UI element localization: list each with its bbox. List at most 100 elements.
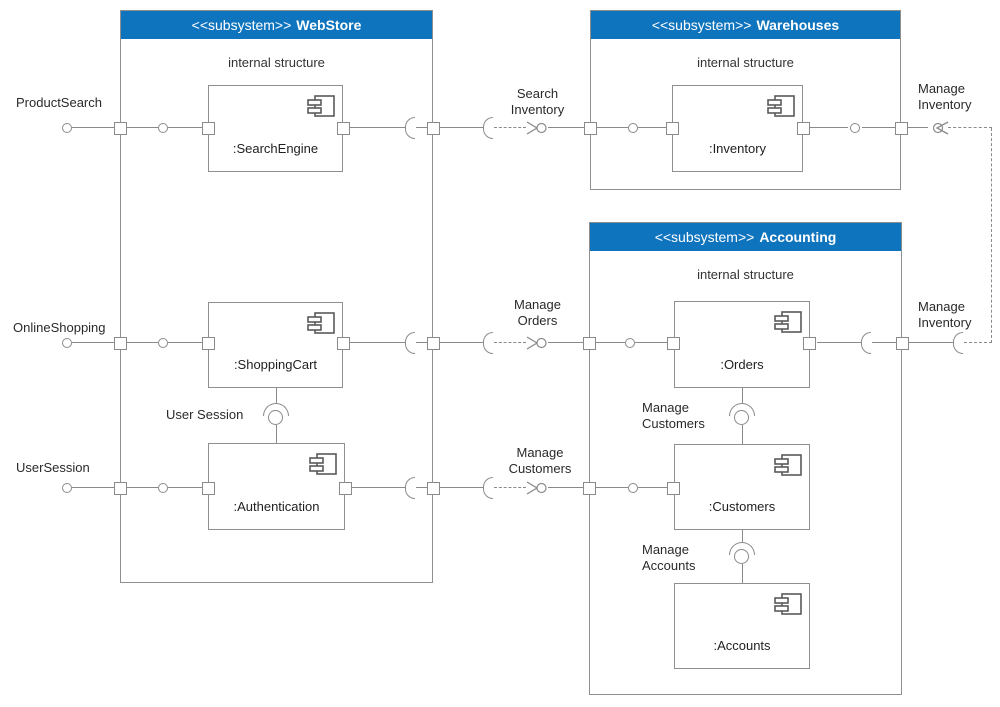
port-webstore-searchinventory (427, 122, 440, 135)
ball-socket-icon (734, 410, 749, 425)
port-inventory-left (666, 122, 679, 135)
required-interface-socket-icon (483, 117, 493, 139)
dependency-dashed-line-vertical (991, 128, 992, 343)
component-searchengine: :SearchEngine (208, 85, 343, 172)
accounting-internal-structure-label: internal structure (697, 267, 794, 282)
connector-line (72, 487, 114, 488)
component-icon (774, 311, 802, 333)
component-label: :SearchEngine (232, 141, 319, 156)
label-manage-accounts: Manage Accounts (642, 542, 696, 573)
connector-line (168, 127, 202, 128)
delegation-ball-icon (628, 483, 638, 493)
port-webstore-usersession (114, 482, 127, 495)
connector-line (350, 342, 405, 343)
connector-line (416, 127, 427, 128)
connector-line (872, 342, 896, 343)
label-user-session-port: UserSession (16, 460, 90, 475)
connector-line (352, 487, 405, 488)
dependency-arrow-ball-icon (526, 336, 547, 350)
port-searchengine-right (337, 122, 350, 135)
port-accounting-manageinventory (896, 337, 909, 350)
connector-line (72, 342, 114, 343)
dependency-dashed-line (494, 487, 526, 488)
ball-socket-icon (734, 549, 749, 564)
component-icon (307, 312, 335, 334)
connector-line (635, 342, 668, 343)
connector-line (810, 127, 848, 128)
connector-line (548, 127, 584, 128)
label-manage-inventory-top: Manage Inventory (918, 81, 972, 112)
dependency-dashed-line (964, 342, 992, 343)
component-orders: :Orders (674, 301, 810, 388)
component-icon (767, 95, 795, 117)
port-orders-right (803, 337, 816, 350)
connector-line (127, 127, 158, 128)
webstore-name: WebStore (296, 17, 362, 33)
dependency-arrow-ball-icon (526, 481, 547, 495)
port-webstore-managecustomers (427, 482, 440, 495)
dependency-arrow-ball-icon (526, 121, 547, 135)
component-label: :Accounts (713, 638, 771, 653)
connector-line (416, 487, 427, 488)
connector-line (742, 425, 743, 444)
port-authentication-left (202, 482, 215, 495)
component-label: :ShoppingCart (233, 357, 318, 372)
label-online-shopping: OnlineShopping (13, 320, 106, 335)
subsystem-accounting-header: <<subsystem>> Accounting (590, 223, 901, 251)
connector-line (597, 127, 628, 128)
port-warehouses-right (895, 122, 908, 135)
connector-line (742, 530, 743, 543)
connector-line (168, 487, 202, 488)
connector-line (596, 342, 625, 343)
port-shoppingcart-left (202, 337, 215, 350)
connector-line (817, 342, 861, 343)
connector-line (276, 388, 277, 404)
connector-line (416, 342, 427, 343)
port-shoppingcart-right (337, 337, 350, 350)
label-manage-inventory-bottom: Manage Inventory (918, 299, 972, 330)
delegation-ball-icon (850, 123, 860, 133)
webstore-internal-structure-label: internal structure (228, 55, 325, 70)
component-accounts: :Accounts (674, 583, 810, 669)
connector-line (638, 127, 666, 128)
port-accounting-manageorders (583, 337, 596, 350)
port-warehouses-left (584, 122, 597, 135)
webstore-stereotype: <<subsystem>> (191, 17, 292, 33)
component-icon (774, 454, 802, 476)
connector-line (638, 487, 667, 488)
port-webstore-productsearch (114, 122, 127, 135)
dependency-dashed-line (494, 127, 526, 128)
warehouses-name: Warehouses (756, 17, 840, 33)
connector-line (742, 564, 743, 583)
warehouses-stereotype: <<subsystem>> (651, 17, 752, 33)
delegation-ball-icon (158, 483, 168, 493)
accounting-name: Accounting (759, 229, 837, 245)
connector-line (862, 127, 895, 128)
component-label: :Inventory (708, 141, 767, 156)
delegation-ball-icon (158, 123, 168, 133)
required-interface-socket-icon (483, 332, 493, 354)
connector-line (127, 487, 158, 488)
provided-interface-ball-icon (62, 338, 72, 348)
delegation-ball-icon (628, 123, 638, 133)
port-authentication-right (339, 482, 352, 495)
connector-line (909, 342, 953, 343)
port-orders-left (667, 337, 680, 350)
subsystem-warehouses-header: <<subsystem>> Warehouses (591, 11, 900, 39)
component-icon (774, 593, 802, 615)
port-webstore-onlineshopping (114, 337, 127, 350)
port-accounting-managecustomers (583, 482, 596, 495)
connector-line (72, 127, 114, 128)
connector-line (548, 487, 583, 488)
required-interface-socket-icon (483, 477, 493, 499)
component-customers: :Customers (674, 444, 810, 530)
component-label: :Authentication (233, 499, 320, 514)
connector-line (350, 127, 405, 128)
dependency-dashed-line (948, 127, 992, 128)
connector-line (596, 487, 628, 488)
component-icon (309, 453, 337, 475)
warehouses-internal-structure-label: internal structure (697, 55, 794, 70)
component-shoppingcart: :ShoppingCart (208, 302, 343, 388)
delegation-ball-icon (625, 338, 635, 348)
label-user-session-connector: User Session (166, 407, 244, 422)
